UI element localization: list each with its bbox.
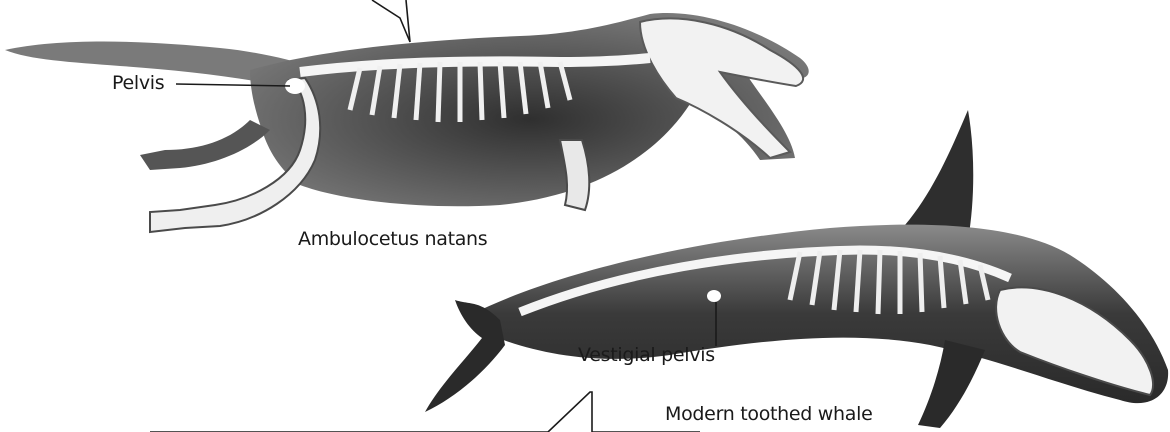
modern-whale-label: Modern toothed whale [665,403,873,425]
pelvis-label: Pelvis [112,72,164,94]
ambulocetus-label: Ambulocetus natans [298,228,487,250]
whale-vestigial-pelvis-bone [707,290,721,302]
whale-pectoral-fin [918,340,985,428]
whale-dorsal-fin [905,110,973,240]
vestigial-pelvis-label: Vestigial pelvis [578,344,715,366]
whale-tail-fluke [425,300,505,412]
